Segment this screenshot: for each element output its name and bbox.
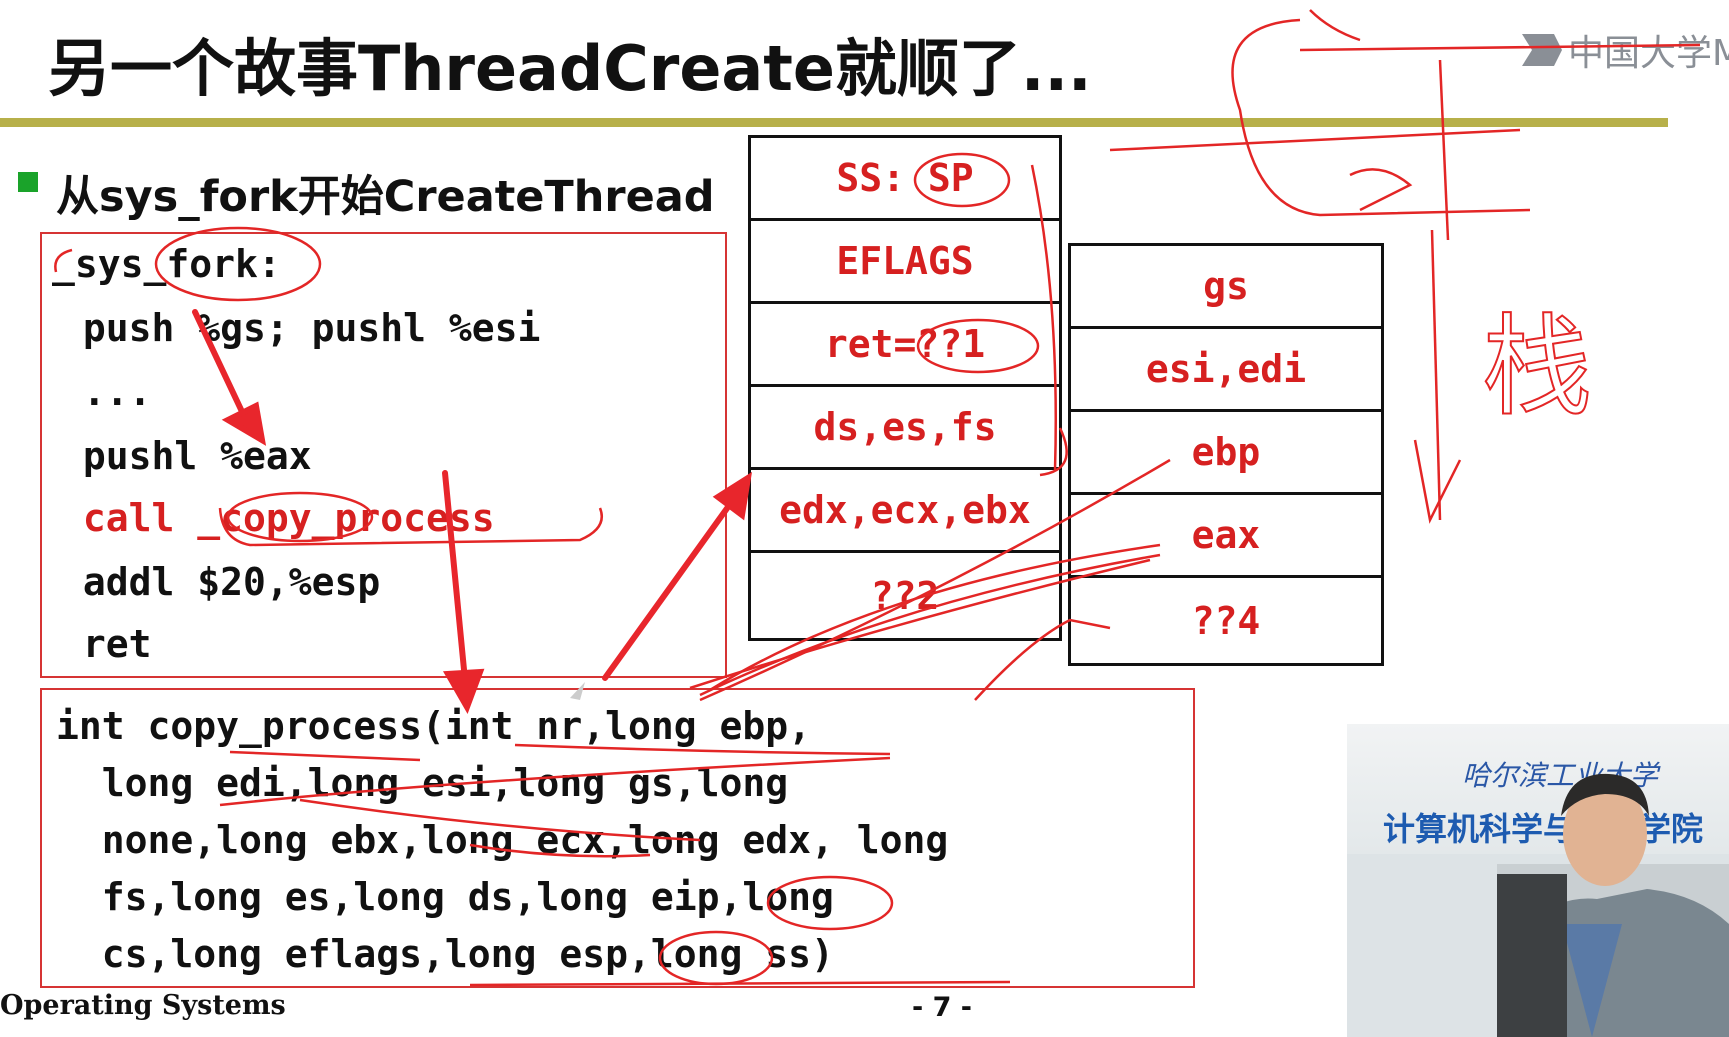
arrow-line [192, 309, 248, 421]
code-line: _sys_fork: [52, 242, 281, 286]
mooc-watermark: 中国大学MOOC [1520, 22, 1729, 78]
annotation-circle [154, 226, 322, 302]
annotation-stroke [218, 507, 603, 547]
copy-process-code-box [40, 688, 1195, 988]
annotation-stroke [1309, 9, 1361, 42]
sys-fork-code-box [40, 232, 727, 678]
stack-cell: ??4 [1068, 575, 1384, 666]
footer-page-number: - 7 - [912, 992, 972, 1023]
bullet-text: 从sys_fork开始CreateThread [56, 172, 715, 222]
handwritten-stack-label: 栈 [1482, 303, 1592, 431]
annotation-stroke [1349, 168, 1413, 212]
arrow-head-icon [712, 471, 753, 521]
code-line: addl $20,%esp [60, 560, 381, 604]
annotation-stroke [974, 618, 1111, 701]
annotation-stroke [469, 843, 651, 858]
annotation-stroke [1299, 43, 1701, 52]
annotation-circle [766, 875, 894, 931]
code-line: ret [60, 622, 152, 666]
mooc-logo-icon [1522, 34, 1562, 66]
watermark-text: 中国大学MOOC [1568, 33, 1729, 74]
stack-cell: edx,ecx,ebx [748, 467, 1062, 553]
title-rule [0, 118, 1668, 127]
annotation-stroke [229, 750, 421, 762]
code-line: ... [60, 370, 152, 414]
annotation-stroke [1231, 18, 1531, 217]
arrow-line [602, 497, 736, 681]
annotation-stroke [699, 553, 1161, 697]
stack-cell: esi,edi [1068, 326, 1384, 412]
annotation-stroke [54, 248, 73, 273]
code-line: fs,long es,long ds,long eip,long [56, 875, 834, 919]
annotation-stroke [1430, 229, 1442, 521]
stack-cell: EFLAGS [748, 218, 1062, 304]
annotation-circle [913, 152, 1011, 208]
annotation-stroke [1030, 164, 1057, 471]
annotation-circle [916, 318, 1040, 374]
annotation-circle [658, 930, 774, 986]
annotation-stroke [514, 743, 891, 756]
annotation-stroke [219, 756, 891, 807]
video-school-banner: 计算机科学与技术学院 [1383, 810, 1704, 848]
stack-cell: eax [1068, 492, 1384, 578]
annotation-circle [226, 491, 374, 543]
footer-course: Operating Systems [0, 990, 286, 1021]
annotation-stroke [1039, 427, 1068, 477]
code-line: int copy_process(int nr,long ebp, [56, 704, 811, 748]
annotation-stroke [699, 458, 1171, 702]
annotation-stroke [299, 798, 701, 842]
video-banner [1347, 724, 1729, 854]
annotation-stroke [689, 558, 1151, 690]
lecturer-video[interactable]: 哈尔滨工业大学 计算机科学与技术学院 [1347, 724, 1729, 1037]
annotation-stroke [1438, 59, 1450, 241]
code-line: cs,long eflags,long esp,long ss) [56, 932, 834, 976]
code-line: push %gs; pushl %esi [60, 306, 541, 350]
arrow-head-icon [221, 401, 267, 446]
slide-title: 另一个故事ThreadCreate就顺了... [48, 32, 1092, 105]
code-line: pushl %eax [60, 434, 312, 478]
annotation-stroke [1109, 128, 1521, 152]
annotation-stroke [469, 980, 1011, 987]
stack-cell: ret=??1 [748, 301, 1062, 387]
bullet-square-icon [18, 172, 38, 192]
arrow-head-icon [442, 668, 485, 715]
code-line: none,long ebx,long ecx,long edx, long [56, 818, 949, 862]
annotation-stroke [709, 543, 1161, 692]
lecturer-figure [1497, 773, 1729, 1037]
arrow-line [442, 470, 468, 683]
cursor-icon [570, 682, 585, 700]
annotation-stroke [1413, 439, 1462, 524]
